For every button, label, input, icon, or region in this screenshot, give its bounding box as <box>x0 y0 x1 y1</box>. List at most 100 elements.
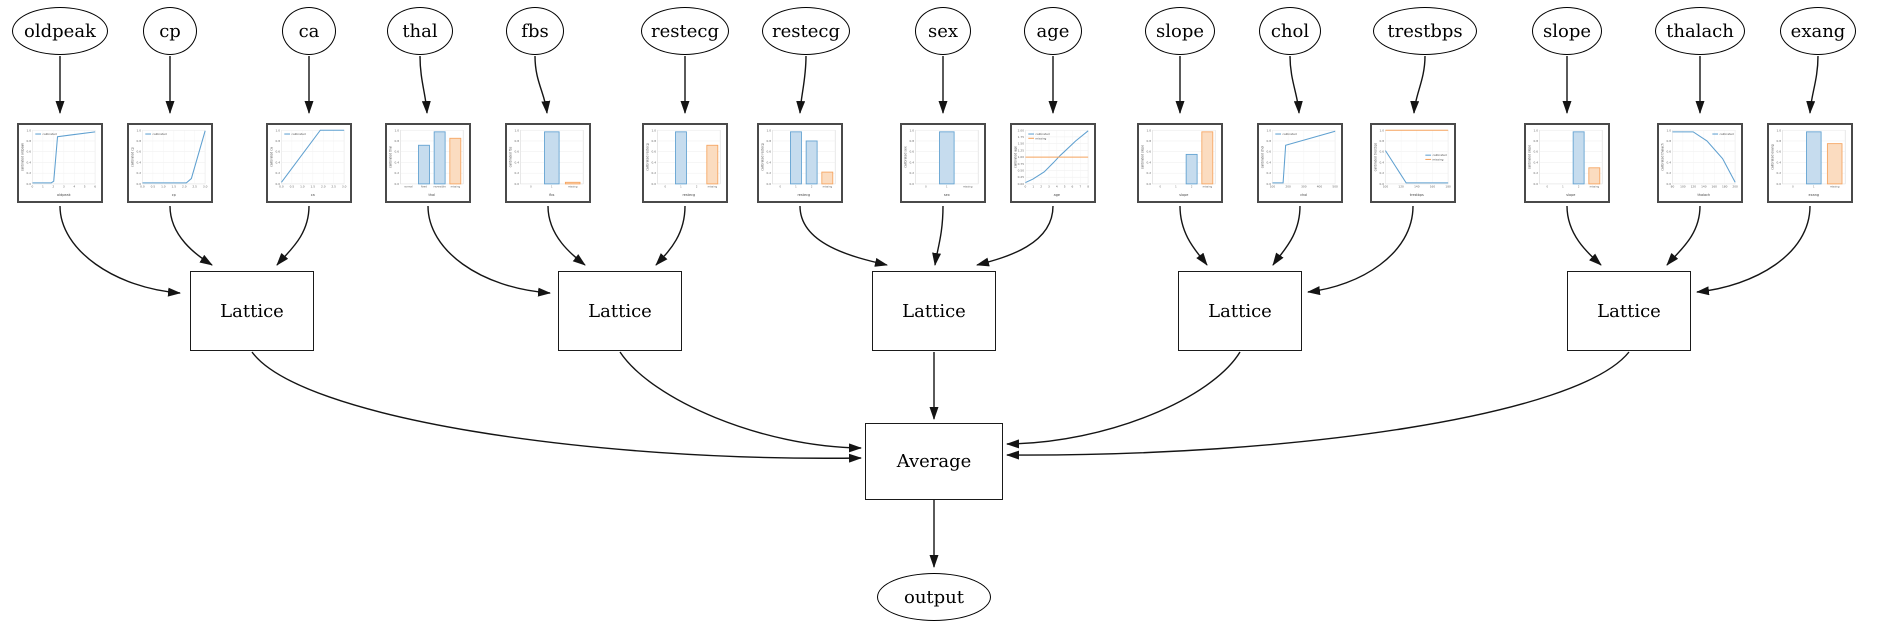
svg-text:0.6: 0.6 <box>1379 150 1384 154</box>
feature-label: trestbps <box>1387 20 1463 42</box>
svg-text:0: 0 <box>530 185 532 189</box>
feature-label: age <box>1036 20 1070 42</box>
svg-text:0.2: 0.2 <box>1146 171 1151 175</box>
svg-text:0.0: 0.0 <box>1146 182 1151 186</box>
svg-text:1: 1 <box>1813 185 1815 189</box>
edge <box>419 55 431 114</box>
svg-text:6: 6 <box>1072 185 1074 189</box>
svg-text:0.6: 0.6 <box>1776 150 1781 154</box>
svg-text:normal: normal <box>404 185 413 189</box>
edge <box>534 55 551 114</box>
svg-text:0.8: 0.8 <box>394 139 399 143</box>
feature-node-restecg2: restecg <box>762 7 850 55</box>
svg-text:100: 100 <box>1680 185 1686 189</box>
svg-text:0.6: 0.6 <box>275 150 280 154</box>
svg-text:3: 3 <box>63 185 65 189</box>
svg-text:0.4: 0.4 <box>1146 160 1151 164</box>
edge <box>251 351 862 463</box>
svg-text:trestbps: trestbps <box>1410 193 1424 197</box>
svg-text:140: 140 <box>1701 185 1707 189</box>
svg-text:0.0: 0.0 <box>136 182 141 186</box>
svg-text:2: 2 <box>696 185 698 189</box>
svg-text:200: 200 <box>1285 185 1291 189</box>
svg-text:2: 2 <box>1578 185 1580 189</box>
svg-text:0.2: 0.2 <box>1533 171 1538 175</box>
svg-text:calibrated fbs: calibrated fbs <box>508 146 512 167</box>
svg-text:200: 200 <box>1732 185 1738 189</box>
svg-text:0.6: 0.6 <box>394 150 399 154</box>
svg-text:calibrated: calibrated <box>1432 153 1446 157</box>
svg-text:age: age <box>1054 193 1060 197</box>
svg-text:0.0: 0.0 <box>766 182 771 186</box>
svg-text:sex: sex <box>944 193 950 197</box>
edge <box>655 205 686 266</box>
lattice-node-5: Lattice <box>1567 271 1691 351</box>
svg-text:0.00: 0.00 <box>1018 182 1025 186</box>
svg-text:2: 2 <box>52 185 54 189</box>
svg-text:missing: missing <box>963 185 973 189</box>
svg-text:2: 2 <box>1040 185 1042 189</box>
svg-text:0.6: 0.6 <box>1146 150 1151 154</box>
svg-text:0.8: 0.8 <box>136 139 141 143</box>
svg-text:calibrated chol: calibrated chol <box>1260 146 1264 169</box>
svg-text:calibrated: calibrated <box>152 132 166 136</box>
svg-text:0.2: 0.2 <box>136 171 141 175</box>
lattice-label: Lattice <box>1597 300 1661 322</box>
svg-text:0: 0 <box>665 185 667 189</box>
svg-text:3.0: 3.0 <box>342 185 347 189</box>
svg-text:calibrated slope: calibrated slope <box>1527 145 1531 169</box>
feature-label: ca <box>298 20 320 42</box>
svg-text:0.75: 0.75 <box>1018 162 1025 166</box>
svg-text:1.75: 1.75 <box>1018 135 1025 139</box>
svg-text:calibrated slope: calibrated slope <box>1140 145 1144 169</box>
svg-text:ca: ca <box>311 193 315 197</box>
svg-text:fbs: fbs <box>549 193 554 197</box>
edge <box>427 205 551 297</box>
svg-text:fixed: fixed <box>421 185 427 189</box>
svg-text:0.0: 0.0 <box>1379 182 1384 186</box>
svg-text:1.5: 1.5 <box>311 185 316 189</box>
svg-text:0.8: 0.8 <box>1266 139 1271 143</box>
svg-text:oldpeak: oldpeak <box>57 193 71 197</box>
svg-text:4: 4 <box>73 185 75 189</box>
svg-text:0.4: 0.4 <box>1666 160 1671 164</box>
svg-text:0.4: 0.4 <box>514 160 519 164</box>
svg-text:0.4: 0.4 <box>136 160 141 164</box>
svg-text:0: 0 <box>1025 185 1027 189</box>
edge <box>1806 55 1819 114</box>
feature-node-ca: ca <box>282 7 336 55</box>
feature-node-thal: thal <box>387 7 453 55</box>
svg-text:1: 1 <box>42 185 44 189</box>
svg-text:0.4: 0.4 <box>1533 160 1538 164</box>
svg-text:0.0: 0.0 <box>140 185 145 189</box>
svg-text:missing: missing <box>1432 157 1443 161</box>
feature-label: thalach <box>1666 20 1734 42</box>
lattice-node-1: Lattice <box>190 271 314 351</box>
lattice-label: Lattice <box>902 300 966 322</box>
svg-text:restecg: restecg <box>682 193 695 197</box>
svg-text:1.0: 1.0 <box>1146 128 1151 132</box>
edge <box>1696 205 1811 296</box>
svg-text:0.4: 0.4 <box>766 160 771 164</box>
svg-text:0.0: 0.0 <box>26 182 31 186</box>
svg-text:0.2: 0.2 <box>1776 171 1781 175</box>
svg-text:1: 1 <box>1175 185 1177 189</box>
edge <box>1410 55 1426 114</box>
feature-label: sex <box>927 20 959 42</box>
svg-text:0.2: 0.2 <box>514 171 519 175</box>
feature-label: restecg <box>651 20 719 42</box>
feature-label: exang <box>1790 20 1846 42</box>
svg-text:calibrated cp: calibrated cp <box>130 147 134 167</box>
edge <box>796 55 807 114</box>
feature-node-oldpeak: oldpeak <box>12 7 108 55</box>
svg-text:calibrated: calibrated <box>1282 132 1296 136</box>
svg-text:exang: exang <box>1809 193 1819 197</box>
svg-text:0.8: 0.8 <box>514 139 519 143</box>
svg-text:thal: thal <box>429 193 436 197</box>
